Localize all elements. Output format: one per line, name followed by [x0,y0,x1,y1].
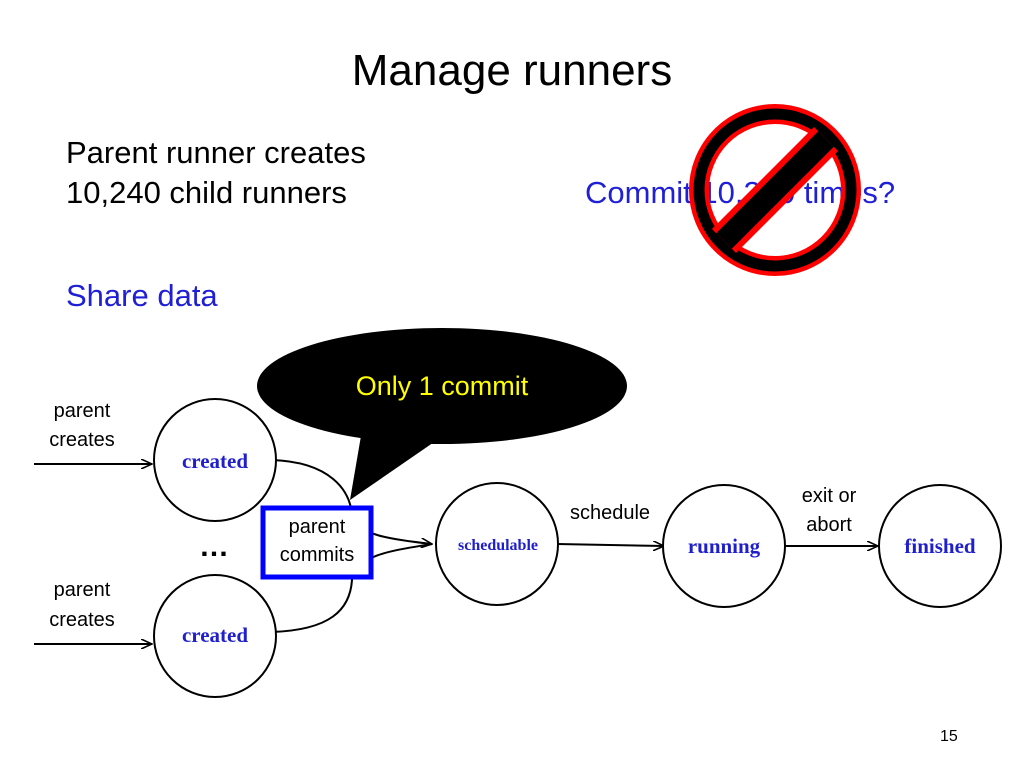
callout-tail [350,430,440,500]
state-label-schedulable: schedulable [458,537,538,554]
state-label-created-top: created [182,449,248,473]
exit-or-abort-label-1: exit or [802,485,857,507]
parent-creates-bottom-label-1: parent [54,579,111,601]
state-schedulable [435,482,559,606]
no-symbol-icon [689,104,861,276]
only-one-commit-callout: Only 1 commit [257,328,627,500]
parent-commits-label-1: parent [289,516,346,538]
intro-text: Parent runner creates 10,240 child runne… [66,133,366,213]
state-label-finished: finished [904,534,976,558]
state-finished [878,484,1002,608]
state-label-running: running [688,534,761,558]
ellipsis: … [199,530,229,563]
page-number: 15 [940,728,958,745]
state-created-bottom [153,574,277,698]
schedule-arrow [556,544,664,546]
slide-title: Manage runners [351,46,673,95]
state-running [662,484,786,608]
callout-text: Only 1 commit [356,371,529,401]
parent-commits-box [260,505,374,580]
intro-line-2: 10,240 child runners [66,175,347,210]
exit-or-abort-label-2: abort [806,514,852,536]
commit-curve-bottom [271,543,433,633]
intro-line-1: Parent runner creates [66,135,366,170]
callout-bubble [257,328,627,444]
parent-creates-bottom-label-2: creates [49,609,115,631]
state-label-created-bottom: created [182,623,248,647]
state-created-top [153,398,277,522]
share-data-text: Share data [66,278,218,313]
parent-creates-top-label-2: creates [49,429,115,451]
parent-commits-label-2: commits [280,544,354,566]
parent-creates-top-label-1: parent [54,400,111,422]
schedule-label: schedule [570,502,650,524]
